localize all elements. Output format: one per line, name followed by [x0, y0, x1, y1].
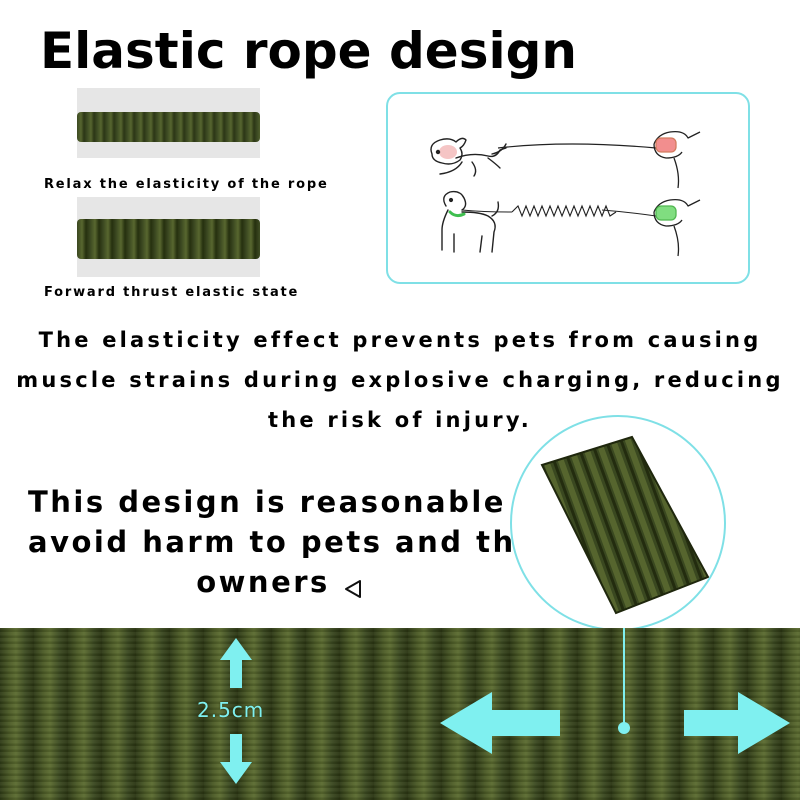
- running-dog-icon: [430, 137, 507, 177]
- rope-zoom-circle: [510, 415, 726, 631]
- design-note-line3: owners: [196, 565, 330, 599]
- rope-width-measurement: 2.5cm: [197, 698, 265, 722]
- elasticity-paragraph-line1: The elasticity effect prevents pets from…: [38, 328, 762, 352]
- design-note-line1: This design is reasonable to: [28, 485, 558, 519]
- leash-illustration-panel: [386, 92, 750, 284]
- rope-swatch-relaxed: [77, 88, 260, 158]
- caption-relaxed: Relax the elasticity of the rope: [44, 177, 329, 192]
- zoom-leader-line: [618, 628, 630, 734]
- elasticity-paragraph-line2: muscle strains during explosive charging…: [16, 368, 784, 392]
- leash-line-top: [497, 143, 657, 149]
- page-title: Elastic rope design: [40, 22, 577, 80]
- elasticity-paragraph-line3: the risk of injury.: [268, 408, 532, 432]
- double-horizontal-arrow-icon: [440, 692, 790, 754]
- spring-icon: [511, 204, 617, 218]
- design-note-line2: avoid harm to pets and their: [28, 525, 568, 559]
- leash-illustration: [430, 130, 701, 257]
- double-vertical-arrow-icon: [220, 638, 252, 784]
- rope-swatch-forward: [77, 197, 260, 277]
- hand-holding-leash-icon: [653, 130, 701, 189]
- caption-forward: Forward thrust elastic state: [44, 285, 300, 300]
- triangle-left-icon: [345, 580, 361, 598]
- standing-dog-icon: [441, 190, 500, 253]
- rope-closeup-bottom: [0, 628, 800, 800]
